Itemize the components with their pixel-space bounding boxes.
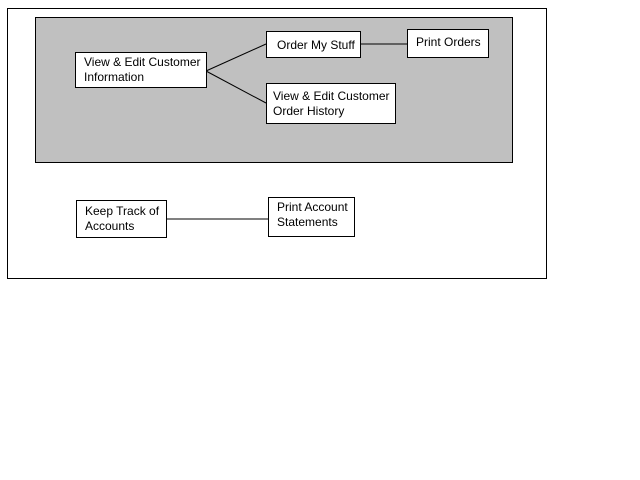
node-print-account-statements: Print Account Statements <box>268 197 355 237</box>
node-view-edit-customer-information: View & Edit Customer Information <box>75 52 207 88</box>
node-print-orders: Print Orders <box>407 29 489 58</box>
node-keep-track-of-accounts: Keep Track of Accounts <box>76 200 167 238</box>
node-order-my-stuff: Order My Stuff <box>266 31 361 58</box>
node-view-edit-customer-order-history: View & Edit Customer Order History <box>266 83 396 124</box>
